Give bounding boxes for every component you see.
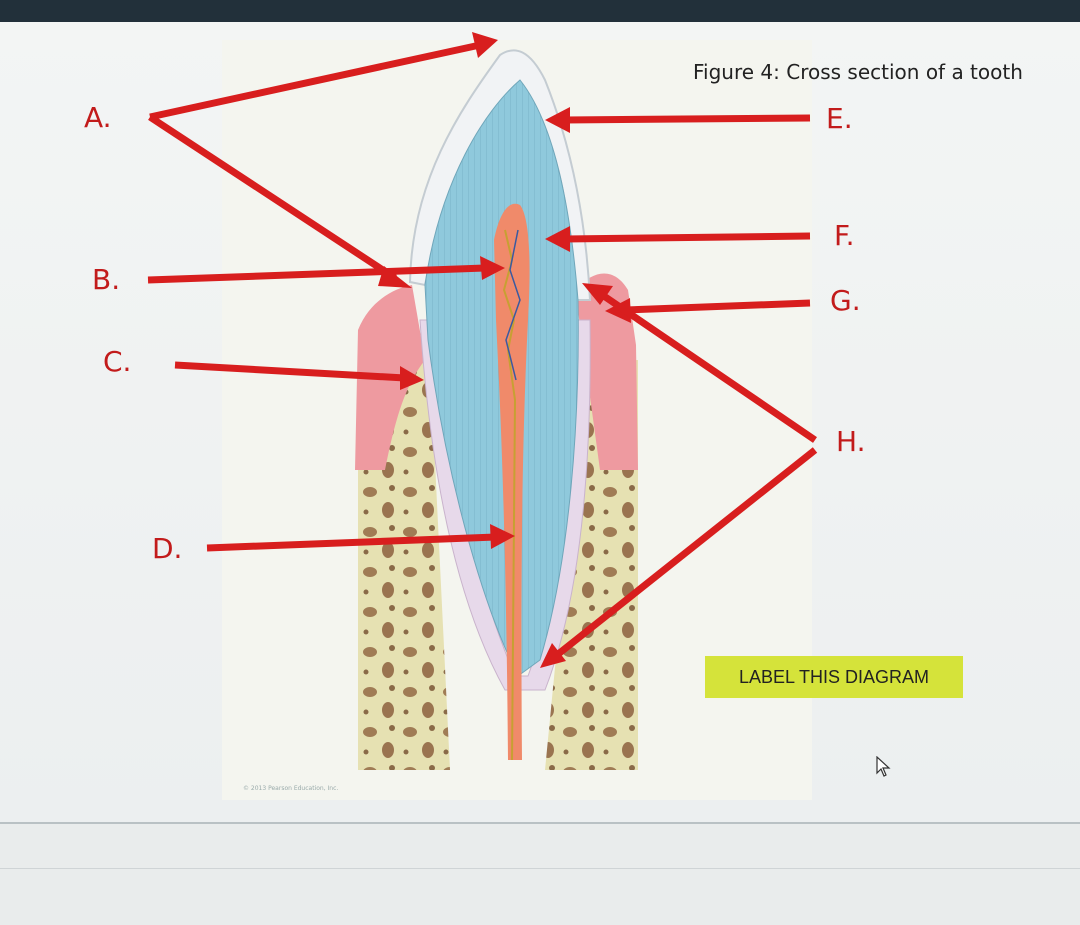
arrowhead-h-top [582, 283, 613, 305]
label-d: D. [152, 532, 183, 565]
arrowhead-b [480, 256, 505, 280]
label-g: G. [830, 284, 861, 317]
gum-right [575, 273, 638, 470]
arrow-h-top [596, 289, 817, 443]
copyright-note: © 2013 Pearson Education, Inc. [243, 785, 339, 792]
arrow-c [174, 361, 406, 382]
arrow-e [564, 114, 811, 124]
arrow-d [206, 533, 497, 552]
arrowhead-h-bottom [540, 643, 566, 668]
arrows [147, 32, 818, 668]
arrow-f [564, 232, 811, 243]
label-b: B. [92, 263, 121, 296]
label-a: A. [84, 101, 112, 134]
arrowhead-e [545, 107, 570, 133]
label-f: F. [834, 219, 855, 252]
arrowhead-a-top [472, 32, 498, 58]
arrowhead-d [490, 524, 515, 549]
divider-line-lower [0, 868, 1080, 869]
label-this-diagram-banner: LABEL THIS DIAGRAM [705, 656, 963, 698]
pulp-vessels-2 [505, 229, 521, 381]
arrow-a-top [149, 41, 481, 121]
divider-line [0, 822, 1080, 824]
arrowhead-f [545, 226, 570, 252]
arrowhead-c [400, 366, 424, 390]
arrow-b [147, 264, 486, 284]
figure-title: Figure 4: Cross section of a tooth [693, 60, 1023, 84]
top-bar [0, 0, 1080, 22]
pulp [494, 203, 530, 761]
arrow-g [624, 299, 811, 314]
arrowhead-g [605, 298, 631, 323]
arrow-h-bottom [554, 447, 818, 658]
mouse-cursor-icon [876, 755, 892, 782]
label-e: E. [826, 102, 853, 135]
label-c: C. [103, 345, 132, 378]
label-h: H. [836, 425, 866, 458]
arrow-a-bottom [148, 114, 397, 281]
